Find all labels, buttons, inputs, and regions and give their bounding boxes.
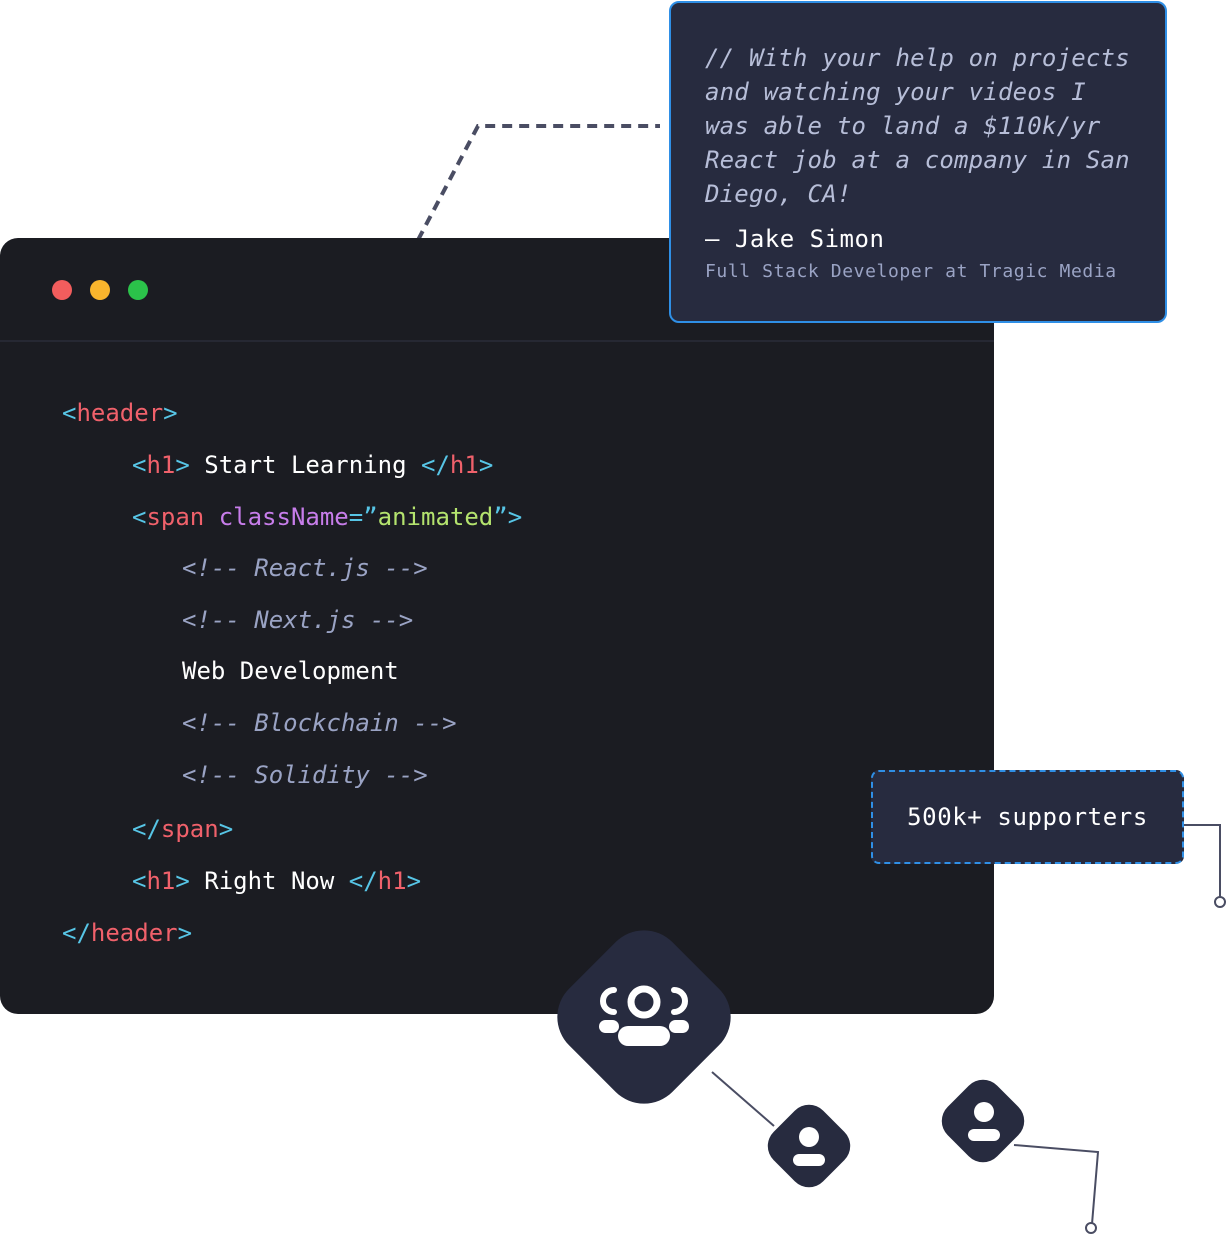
testimonial-author: – Jake Simon: [705, 225, 885, 253]
code-line-header-close: </header>: [62, 918, 192, 948]
maximize-window-button[interactable]: [128, 280, 148, 300]
minimize-window-button[interactable]: [90, 280, 110, 300]
code-punct: </: [132, 815, 161, 843]
code-punct: ”>: [493, 503, 523, 531]
supporters-badge: 500k+ supporters: [871, 770, 1184, 864]
code-punct: <: [132, 503, 147, 531]
code-line-header-open: <header>: [62, 398, 178, 428]
code-line-h1-right-now: <h1> Right Now </h1>: [132, 866, 421, 896]
code-punct: >: [175, 867, 190, 895]
code-text: Right Now: [189, 867, 349, 895]
code-text-web-development: Web Development: [182, 657, 399, 685]
code-punct: <: [132, 451, 147, 479]
testimonial-card: // With your help on projects and watchi…: [669, 1, 1167, 323]
code-tag: h1: [146, 867, 176, 895]
code-comment-solidity: <!-- Solidity -->: [182, 761, 428, 789]
code-tag: header: [76, 399, 164, 427]
code-line-span-close: </span>: [132, 814, 233, 844]
close-window-button[interactable]: [52, 280, 72, 300]
code-tag: span: [146, 503, 205, 531]
code-comment-blockchain: <!-- Blockchain -->: [182, 709, 457, 737]
code-punct: </: [62, 919, 91, 947]
code-attribute: className: [204, 503, 349, 531]
testimonial-quote: // With your help on projects and watchi…: [705, 44, 1130, 208]
editor-titlebar: [0, 238, 994, 342]
code-tag: span: [160, 815, 219, 843]
code-attribute-value: animated: [377, 503, 494, 531]
code-punct: >: [163, 399, 178, 427]
code-punct: >: [406, 867, 422, 895]
code-punct: </: [348, 867, 378, 895]
user-icon: [793, 1127, 825, 1166]
code-tag: h1: [146, 451, 176, 479]
users-group-icon: [599, 985, 689, 1046]
code-line-span-open: <span className=”animated”>: [132, 502, 522, 532]
code-tag: h1: [449, 451, 479, 479]
supporters-label: 500k+ supporters: [907, 803, 1148, 831]
code-line-h1-start: <h1> Start Learning </h1>: [132, 450, 493, 480]
code-punct: >: [478, 451, 494, 479]
code-punct: >: [218, 815, 234, 843]
code-tag: header: [90, 919, 178, 947]
code-editor-window: <header> <h1> Start Learning </h1> <span…: [0, 238, 994, 1014]
code-comment-next: <!-- Next.js -->: [182, 606, 414, 634]
code-punct: =”: [348, 503, 378, 531]
code-punct: <: [132, 867, 147, 895]
code-tag: h1: [377, 867, 407, 895]
code-punct: </: [421, 451, 450, 479]
code-comment-react: <!-- React.js -->: [182, 554, 428, 582]
code-punct: >: [177, 919, 193, 947]
code-text: Start Learning: [189, 451, 421, 479]
code-punct: >: [175, 451, 190, 479]
testimonial-role: Full Stack Developer at Tragic Media: [705, 261, 1117, 282]
user-icon: [968, 1102, 1000, 1141]
code-punct: <: [62, 399, 77, 427]
